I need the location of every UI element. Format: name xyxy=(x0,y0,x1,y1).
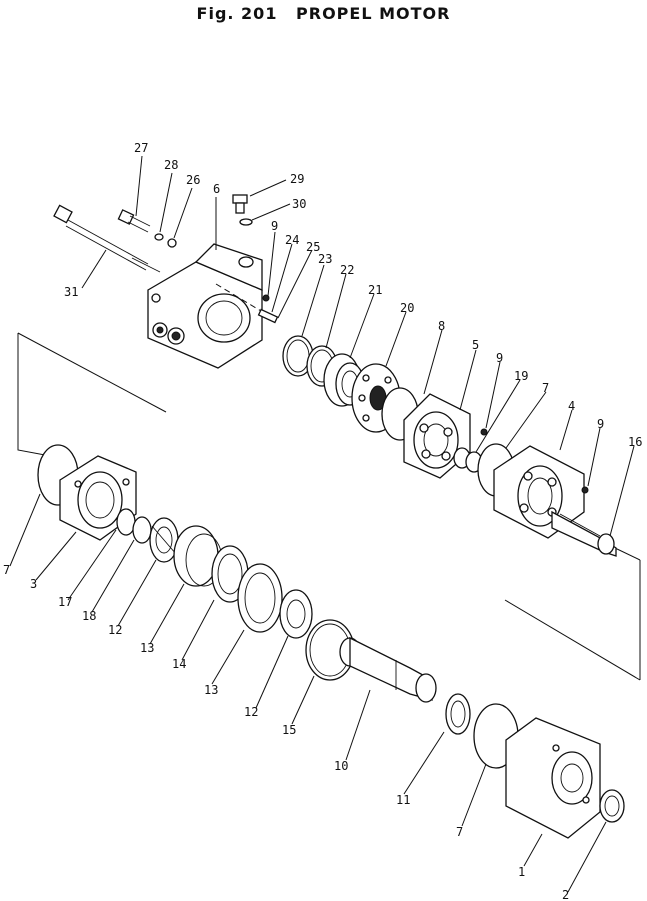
figure-name: PROPEL MOTOR xyxy=(296,4,451,23)
callout-1: 1 xyxy=(518,865,525,879)
callout-15: 15 xyxy=(282,723,296,737)
leader-lines xyxy=(9,155,635,893)
callout-19: 19 xyxy=(514,369,528,383)
callout-13-b: 13 xyxy=(204,683,218,697)
valve-plate-part xyxy=(403,393,471,479)
bearing-part xyxy=(323,353,365,407)
callouts: 27 28 26 6 29 30 9 24 25 23 22 21 20 8 5… xyxy=(3,141,642,901)
callout-3: 3 xyxy=(30,577,37,591)
callout-20: 20 xyxy=(400,301,414,315)
oil-seal-part xyxy=(445,693,471,735)
callout-31: 31 xyxy=(64,285,78,299)
callout-23: 23 xyxy=(318,252,332,266)
pin-part xyxy=(257,294,279,324)
seal-part xyxy=(599,789,625,823)
callout-12-b: 12 xyxy=(244,705,258,719)
callout-21: 21 xyxy=(368,283,382,297)
callout-4: 4 xyxy=(568,399,575,413)
backup-ring-part xyxy=(132,516,152,544)
callout-9-b: 9 xyxy=(496,351,503,365)
assembly-outline xyxy=(17,332,641,681)
output-shaft-part xyxy=(551,510,617,557)
callout-17: 17 xyxy=(58,595,72,609)
callout-13-a: 13 xyxy=(140,641,154,655)
callout-7-a: 7 xyxy=(542,381,549,395)
callout-9: 9 xyxy=(271,219,278,233)
roller-bearing-2-part xyxy=(279,589,313,639)
figure-title: Fig. 201 PROPEL MOTOR xyxy=(0,4,647,23)
callout-2: 2 xyxy=(562,888,569,901)
callout-7-b: 7 xyxy=(3,563,10,577)
valve-cover-part xyxy=(147,243,277,369)
callout-22: 22 xyxy=(340,263,354,277)
callout-14: 14 xyxy=(172,657,186,671)
callout-5: 5 xyxy=(472,338,479,352)
ball-part xyxy=(167,238,177,248)
callout-26: 26 xyxy=(186,173,200,187)
o-ring-small-part xyxy=(116,508,136,536)
callout-11: 11 xyxy=(396,793,410,807)
callout-6: 6 xyxy=(213,182,220,196)
callout-25: 25 xyxy=(306,240,320,254)
callout-30: 30 xyxy=(292,197,306,211)
figure-number: Fig. 201 xyxy=(196,4,278,23)
callout-24: 24 xyxy=(285,233,299,247)
callout-28: 28 xyxy=(164,158,178,172)
o-ring-part xyxy=(154,233,164,241)
flange-housing-part xyxy=(505,717,601,839)
drive-shaft-part xyxy=(339,636,437,703)
callout-8: 8 xyxy=(438,319,445,333)
callout-10: 10 xyxy=(334,759,348,773)
callout-9-c: 9 xyxy=(597,417,604,431)
callout-7-c: 7 xyxy=(456,825,463,839)
callout-18: 18 xyxy=(82,609,96,623)
screw-part xyxy=(117,209,151,233)
callout-12-a: 12 xyxy=(108,623,122,637)
plug-o-ring-part xyxy=(239,218,253,226)
callout-16: 16 xyxy=(628,435,642,449)
callout-29: 29 xyxy=(290,172,304,186)
tie-bolt-part xyxy=(53,204,161,273)
plug-part xyxy=(232,194,253,226)
housing-part xyxy=(493,445,589,539)
callout-27: 27 xyxy=(134,141,148,155)
